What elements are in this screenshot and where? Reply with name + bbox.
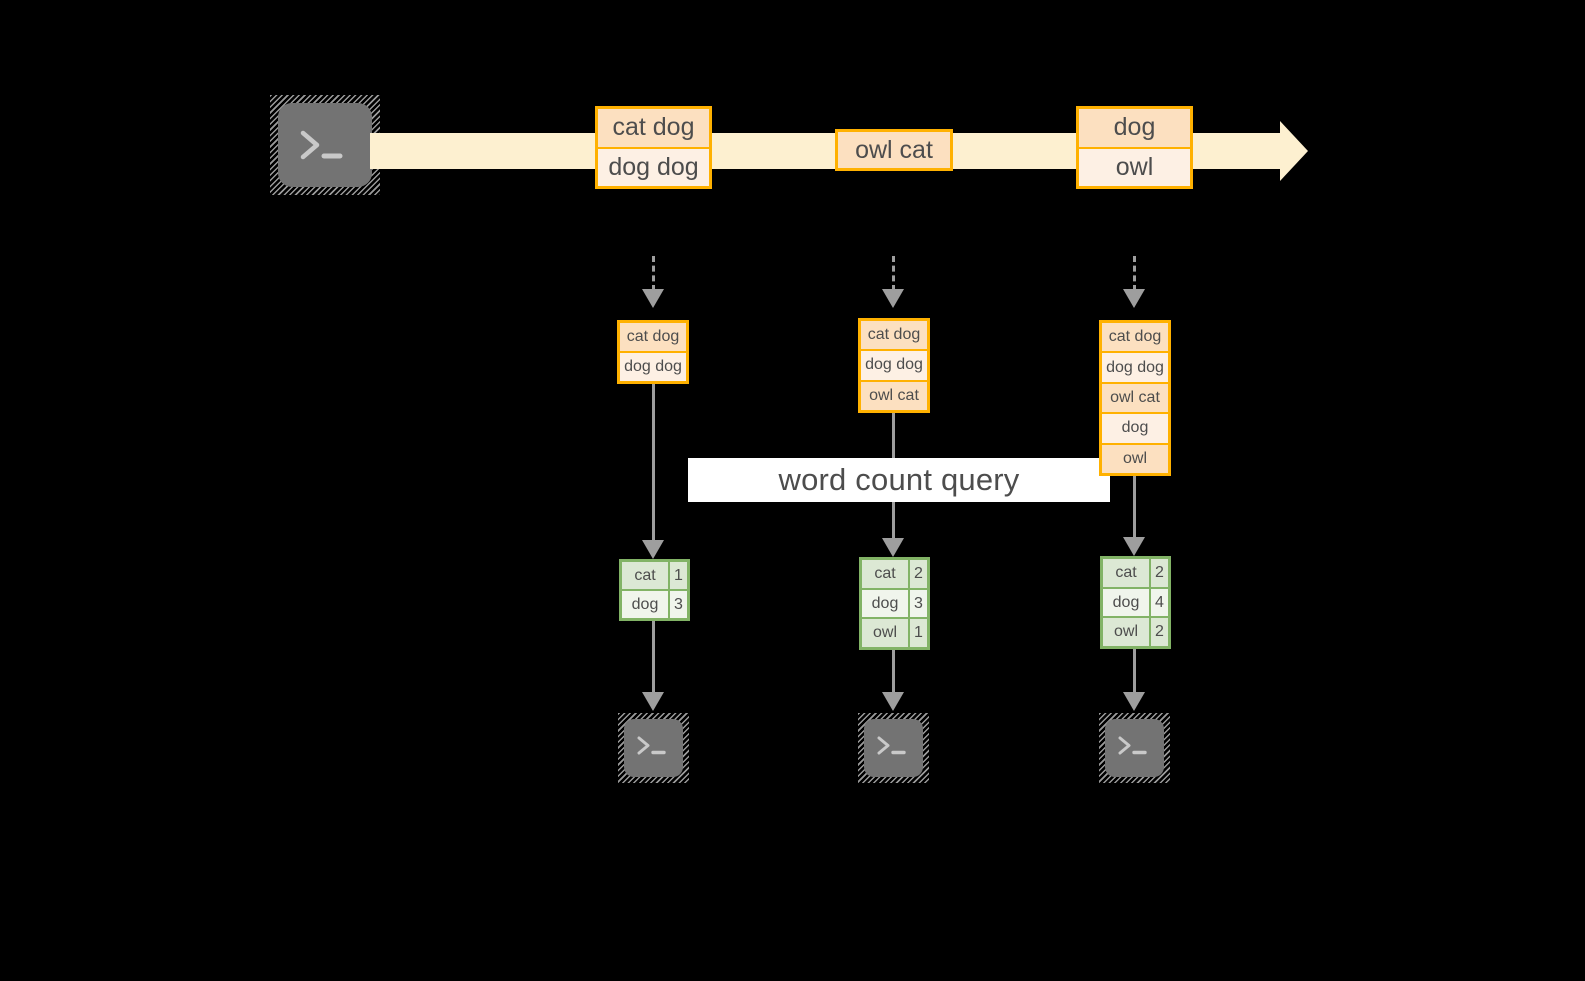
snapshot-trigger-arrowhead-3 (1123, 289, 1145, 308)
snapshot-row: cat dog (861, 321, 927, 350)
query-connector-arrowhead-2 (882, 538, 904, 557)
stream-message-line: cat dog (598, 109, 709, 147)
stream-message-line: dog (1079, 109, 1190, 147)
result-count: 2 (1149, 618, 1168, 647)
result-count: 3 (668, 591, 687, 618)
result-table-2[interactable]: cat 2 dog 3 owl 1 (859, 557, 930, 650)
stream-message-line: dog dog (598, 146, 709, 186)
result-row: owl 2 (1103, 616, 1168, 647)
result-row: owl 1 (862, 617, 927, 648)
snapshot-trigger-arrowhead-2 (882, 289, 904, 308)
snapshot-table-1[interactable]: cat dog dog dog (617, 320, 689, 384)
snapshot-trigger-line-1 (652, 256, 655, 291)
snapshot-row: dog dog (861, 349, 927, 380)
terminal-icon-source[interactable] (270, 95, 380, 195)
terminal-icon-sink-1[interactable] (618, 713, 689, 783)
stream-message-1[interactable]: cat dog dog dog (595, 106, 712, 189)
result-word: dog (862, 589, 908, 618)
result-word: cat (1103, 559, 1149, 587)
sink-connector-arrowhead-1 (642, 692, 664, 711)
result-count: 2 (1149, 559, 1168, 587)
terminal-icon-sink-2[interactable] (858, 713, 929, 783)
result-word: owl (1103, 618, 1149, 647)
stream-message-line: owl (1079, 146, 1190, 186)
result-word: cat (622, 562, 668, 589)
terminal-prompt-glyph (637, 736, 666, 755)
query-connector-arrowhead-1 (642, 540, 664, 559)
snapshot-trigger-line-2 (892, 256, 895, 291)
snapshot-trigger-line-3 (1133, 256, 1136, 291)
stream-message-2[interactable]: owl cat (835, 129, 953, 171)
result-word: owl (862, 619, 908, 648)
event-stream-arrowhead (1280, 121, 1308, 181)
stream-message-line: owl cat (838, 132, 950, 168)
stream-message-3[interactable]: dog owl (1076, 106, 1193, 189)
result-word: cat (862, 560, 908, 588)
snapshot-table-2[interactable]: cat dog dog dog owl cat (858, 318, 930, 413)
terminal-prompt-glyph (300, 130, 343, 160)
query-label-band: word count query (688, 458, 1110, 502)
result-row: cat 1 (622, 562, 687, 589)
terminal-screen (278, 103, 372, 187)
result-row: dog 3 (622, 589, 687, 618)
sink-connector-3 (1133, 649, 1136, 696)
result-count: 3 (908, 589, 927, 618)
result-table-3[interactable]: cat 2 dog 4 owl 2 (1100, 556, 1171, 649)
snapshot-row: cat dog (1102, 323, 1168, 352)
snapshot-row: dog (1102, 412, 1168, 443)
snapshot-row: dog dog (1102, 351, 1168, 382)
terminal-prompt-glyph (1118, 736, 1147, 755)
snapshot-table-3[interactable]: cat dog dog dog owl cat dog owl (1099, 320, 1171, 476)
query-connector-3 (1133, 476, 1136, 544)
result-word: dog (1103, 588, 1149, 617)
snapshot-row: owl cat (1102, 381, 1168, 413)
result-row: cat 2 (862, 560, 927, 588)
sink-connector-arrowhead-2 (882, 692, 904, 711)
result-count: 1 (908, 619, 927, 648)
snapshot-trigger-arrowhead-1 (642, 289, 664, 308)
sink-connector-arrowhead-3 (1123, 692, 1145, 711)
result-row: dog 3 (862, 587, 927, 618)
query-connector-arrowhead-3 (1123, 537, 1145, 556)
result-row: dog 4 (1103, 586, 1168, 617)
result-table-1[interactable]: cat 1 dog 3 (619, 559, 690, 621)
terminal-screen (1105, 719, 1164, 777)
terminal-screen (864, 719, 923, 777)
result-count: 4 (1149, 588, 1168, 617)
snapshot-row: owl (1102, 442, 1168, 474)
query-connector-1 (652, 384, 655, 548)
result-count: 1 (668, 562, 687, 589)
snapshot-row: dog dog (620, 351, 686, 381)
terminal-screen (624, 719, 683, 777)
snapshot-row: owl cat (861, 379, 927, 410)
result-word: dog (622, 591, 668, 618)
terminal-icon-sink-3[interactable] (1099, 713, 1170, 783)
query-label-text: word count query (778, 462, 1020, 497)
result-count: 2 (908, 560, 927, 588)
sink-connector-1 (652, 621, 655, 696)
terminal-prompt-glyph (877, 736, 906, 755)
sink-connector-2 (892, 650, 895, 696)
snapshot-row: cat dog (620, 323, 686, 351)
result-row: cat 2 (1103, 559, 1168, 587)
